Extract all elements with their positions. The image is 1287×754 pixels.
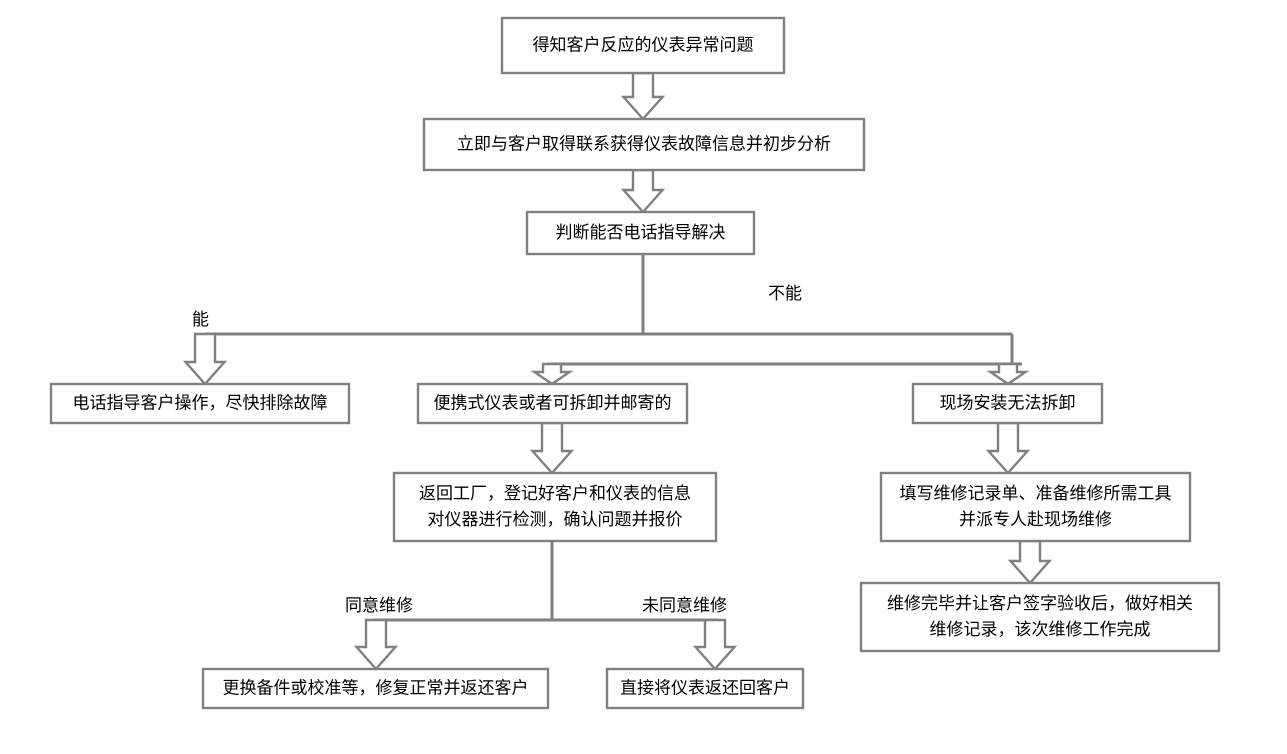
node-receive-issue-label: 得知客户反应的仪表异常问题 bbox=[533, 36, 754, 56]
node-phone-guide-operation-label: 电话指导客户操作，尽快排除故障 bbox=[73, 394, 328, 414]
node-repair-done-signoff-label: 维修记录，该次维修工作完成 bbox=[930, 620, 1151, 640]
connector-n1-to-n2 bbox=[620, 71, 666, 121]
node-contact-customer[interactable]: 立即与客户取得联系获得仪表故障信息并初步分析 bbox=[422, 117, 866, 172]
connector-to-portable-arrow bbox=[530, 362, 574, 386]
node-phone-guide-operation[interactable]: 电话指导客户操作，尽快排除故障 bbox=[49, 382, 351, 425]
node-receive-issue-box bbox=[500, 16, 786, 75]
node-repair-done-signoff-box bbox=[859, 581, 1221, 653]
node-return-factory-inspect-label: 返回工厂，登记好客户和仪表的信息 bbox=[419, 484, 691, 504]
node-replace-parts-return[interactable]: 更换备件或校准等，修复正常并返还客户 bbox=[201, 667, 550, 710]
edge-label-decline-repair: 未同意维修 bbox=[642, 596, 727, 616]
node-return-factory-inspect-label: 对仪器进行检测，确认问题并报价 bbox=[428, 510, 683, 530]
connector-layer bbox=[182, 71, 1053, 671]
connector-agree-arrow bbox=[353, 618, 399, 671]
connector-decline-arrow bbox=[692, 618, 738, 671]
node-repair-done-signoff-label: 维修完毕并让客户签字验收后，做好相关 bbox=[887, 594, 1193, 614]
edge-label-agree-repair: 同意维修 bbox=[345, 596, 413, 616]
connector-n5-to-n7 bbox=[529, 421, 575, 475]
node-return-instrument-directly-label: 直接将仪表返还回客户 bbox=[620, 679, 790, 699]
node-portable-or-removable[interactable]: 便携式仪表或者可拆卸并邮寄的 bbox=[416, 382, 689, 425]
connector-n6-to-n8 bbox=[985, 421, 1031, 475]
node-return-factory-inspect-box bbox=[392, 471, 718, 543]
node-portable-or-removable-box bbox=[416, 382, 689, 425]
node-portable-or-removable-label: 便携式仪表或者可拆卸并邮寄的 bbox=[434, 394, 672, 414]
edge-label-able: 能 bbox=[192, 310, 209, 330]
node-fill-record-dispatch-label: 填写维修记录单、准备维修所需工具 bbox=[900, 484, 1172, 504]
connector-able-arrow bbox=[182, 332, 228, 386]
node-judge-phone-guide-box bbox=[525, 210, 756, 256]
connector-to-onsite-arrow bbox=[986, 362, 1030, 386]
edge-label-unable: 不能 bbox=[768, 284, 802, 304]
node-receive-issue[interactable]: 得知客户反应的仪表异常问题 bbox=[500, 16, 786, 75]
node-return-instrument-directly[interactable]: 直接将仪表返还回客户 bbox=[605, 667, 805, 710]
node-onsite-not-removable-label: 现场安装无法拆卸 bbox=[940, 394, 1076, 414]
node-judge-phone-guide-label: 判断能否电话指导解决 bbox=[556, 223, 726, 243]
node-onsite-not-removable-box bbox=[911, 382, 1104, 425]
node-fill-record-dispatch-label: 并派专人赴现场维修 bbox=[959, 510, 1112, 530]
node-replace-parts-return-label: 更换备件或校准等，修复正常并返还客户 bbox=[223, 679, 529, 699]
node-layer: 得知客户反应的仪表异常问题立即与客户取得联系获得仪表故障信息并初步分析判断能否电… bbox=[49, 16, 1221, 710]
node-contact-customer-label: 立即与客户取得联系获得仪表故障信息并初步分析 bbox=[457, 135, 831, 155]
node-onsite-not-removable[interactable]: 现场安装无法拆卸 bbox=[911, 382, 1104, 425]
node-fill-record-dispatch-box bbox=[879, 471, 1192, 543]
connector-n2-to-n3 bbox=[620, 168, 666, 214]
node-return-instrument-directly-box bbox=[605, 667, 805, 710]
node-phone-guide-operation-box bbox=[49, 382, 351, 425]
node-judge-phone-guide[interactable]: 判断能否电话指导解决 bbox=[525, 210, 756, 256]
connector-n8-to-n9 bbox=[1007, 539, 1053, 585]
node-contact-customer-box bbox=[422, 117, 866, 172]
node-replace-parts-return-box bbox=[201, 667, 550, 710]
